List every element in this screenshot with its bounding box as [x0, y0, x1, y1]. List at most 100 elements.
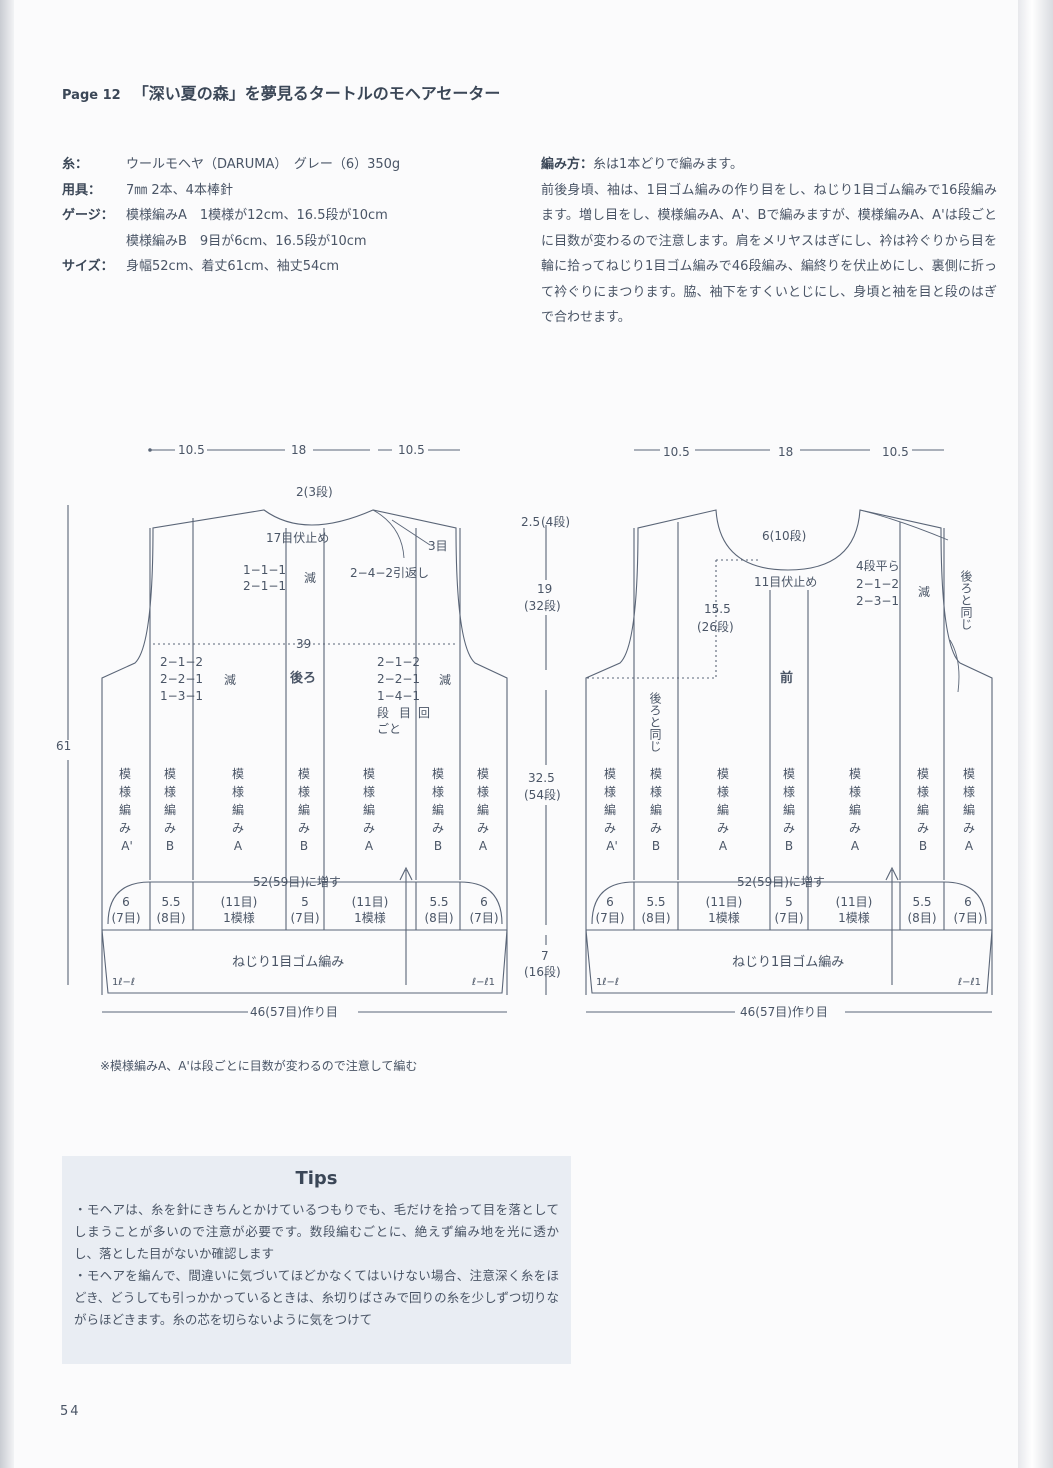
back-piece-name: 後ろ — [290, 670, 316, 686]
front-h-arm: 19 — [537, 582, 552, 596]
back-seg-dividers — [149, 882, 461, 930]
svg-text:編: 編 — [963, 802, 975, 817]
svg-text:(7目): (7目) — [596, 911, 625, 925]
svg-text:様: 様 — [363, 785, 375, 799]
back-arrow — [399, 866, 413, 985]
svg-text:5: 5 — [301, 895, 309, 909]
back-panel-dividers — [149, 518, 461, 880]
svg-text:A: A — [365, 839, 374, 853]
back-ribbing — [101, 929, 508, 994]
rows-legend-4: ごと — [377, 721, 401, 736]
svg-text:B: B — [919, 839, 927, 853]
svg-text:編: 編 — [477, 802, 489, 817]
front-panel-label: 模様編みA — [963, 767, 975, 853]
svg-text:(7目): (7目) — [470, 911, 499, 925]
svg-text:編: 編 — [432, 802, 444, 817]
back-panel-label: 模様編みB — [432, 767, 444, 853]
svg-text:1模様: 1模様 — [223, 911, 255, 925]
back-segment: 5.5 (8目) — [425, 895, 454, 925]
front-neck-h-rows: (26段) — [697, 619, 734, 634]
svg-text:編: 編 — [717, 802, 729, 817]
front-rib-mark-left: 1ℓ−ℓ — [596, 977, 619, 988]
back-top-width-2: 18 — [291, 443, 306, 457]
tips-body: ・モヘアは、糸を針にきちんとかけているつもりでも、毛だけを拾って目を落としてしま… — [62, 1189, 571, 1331]
front-neck-dec-2: 2−3−1 — [856, 594, 899, 608]
svg-text:編: 編 — [650, 802, 662, 817]
back-panel-label: 模様編みA — [363, 767, 375, 853]
svg-text:(8目): (8目) — [425, 911, 454, 925]
svg-text:6: 6 — [964, 895, 972, 909]
back-cast-on: 46(57目)作り目 — [250, 1005, 338, 1019]
back-arm-right-3: 1−4−1 — [377, 689, 420, 703]
svg-text:様: 様 — [963, 785, 975, 799]
svg-text:(7目): (7目) — [954, 911, 983, 925]
title-text: 「深い夏の森」を夢見るタートルのモヘアセーター — [132, 84, 501, 103]
front-panel-label: 模様編みB — [783, 767, 795, 853]
back-top-width-1: 10.5 — [178, 443, 205, 457]
svg-text:(11目): (11目) — [352, 895, 389, 909]
back-arm-left-1: 2−1−2 — [160, 655, 203, 669]
materials-label: 用具： — [62, 182, 102, 198]
svg-text:(8目): (8目) — [157, 911, 186, 925]
page-number: 54 — [60, 1404, 81, 1419]
front-panel-labels: 模様編みA' 模様編みB 模様編みA 模様編みB 模様編みA 模様編みB 模様編… — [604, 767, 975, 853]
materials-value: ウールモヘヤ（DARUMA） グレー（6）350g — [126, 157, 401, 172]
svg-text:模: 模 — [477, 767, 489, 781]
back-panel-label: 模様編みA' — [119, 767, 133, 853]
back-arm-right-2: 2−2−1 — [377, 672, 420, 686]
back-neck-dec-2: 2−1−1 — [243, 579, 286, 593]
front-h-arm-rows: (32段) — [524, 598, 561, 613]
materials-row: 糸： ウールモヘヤ（DARUMA） グレー（6）350g — [62, 152, 400, 178]
materials-value: 模様編みA 1模様が12cm、16.5段が10cm — [126, 208, 388, 223]
front-segments: 6(7目) 5.5(8目) (11目)1模様 5(7目) (11目)1模様 5.… — [596, 895, 983, 925]
front-ribbing-label: ねじり1目ゴム編み — [732, 954, 844, 970]
front-panel-label: 模様編みB — [650, 767, 662, 853]
svg-text:B: B — [434, 839, 442, 853]
svg-text:5.5: 5.5 — [429, 895, 448, 909]
instructions-label: 編み方： — [541, 157, 594, 172]
svg-text:模: 模 — [363, 767, 375, 781]
svg-text:み: み — [717, 821, 729, 835]
materials-value: 7㎜ 2本、4本棒針 — [126, 182, 233, 198]
svg-text:模: 模 — [963, 767, 975, 781]
front-segment: 5(7目) — [775, 895, 804, 925]
materials-row: 模様編みB 9目が6cm、16.5段が10cm — [62, 229, 400, 255]
materials-label: ゲージ： — [62, 208, 114, 223]
svg-text:み: み — [963, 821, 975, 835]
svg-text:様: 様 — [650, 785, 662, 799]
materials-label: 糸： — [62, 157, 89, 172]
materials-row: ゲージ： 模様編みA 1模様が12cm、16.5段が10cm — [62, 203, 400, 229]
rows-legend-1: 段 — [377, 705, 389, 720]
front-increase: 52(59目)に増す — [737, 875, 825, 889]
svg-text:B: B — [785, 839, 793, 853]
materials-label — [62, 229, 126, 255]
front-same-as-back-right: 後ろと同じ — [959, 570, 973, 630]
svg-text:模: 模 — [650, 767, 662, 781]
svg-text:み: み — [363, 821, 375, 835]
svg-text:5.5: 5.5 — [646, 895, 665, 909]
svg-text:A: A — [719, 839, 728, 853]
back-segment: (11目) 1模様 — [221, 895, 258, 925]
svg-text:(11目): (11目) — [221, 895, 258, 909]
front-h-rib: 7 — [541, 949, 549, 963]
front-segment: 5.5(8目) — [908, 895, 937, 925]
page-edge — [1018, 0, 1053, 1468]
svg-text:A: A — [965, 839, 974, 853]
front-segment: 6(7目) — [596, 895, 625, 925]
rows-legend-2: 目 — [399, 706, 411, 720]
svg-text:A: A — [479, 839, 488, 853]
front-panel-label: 模様編みB — [917, 767, 929, 853]
instructions: 編み方：糸は1本どりで編みます。 前後身頃、袖は、1目ゴム編みの作り目をし、ねじ… — [541, 152, 997, 331]
front-neck-dec: 減 — [918, 584, 930, 599]
svg-text:様: 様 — [604, 785, 616, 799]
svg-text:編: 編 — [917, 802, 929, 817]
front-neck-dec-1: 2−1−2 — [856, 577, 899, 591]
back-neck-depth: 2(3段) — [296, 484, 333, 499]
back-arm-left-dec: 減 — [224, 672, 236, 687]
svg-text:(8目): (8目) — [642, 911, 671, 925]
back-panel-label: 模様編みB — [298, 767, 310, 853]
tips-box: Tips ・モヘアは、糸を針にきちんとかけているつもりでも、毛だけを拾って目を落… — [62, 1156, 571, 1364]
front-neck-guide — [586, 559, 760, 679]
svg-text:編: 編 — [849, 802, 861, 817]
front-top-width-3: 10.5 — [882, 445, 909, 459]
